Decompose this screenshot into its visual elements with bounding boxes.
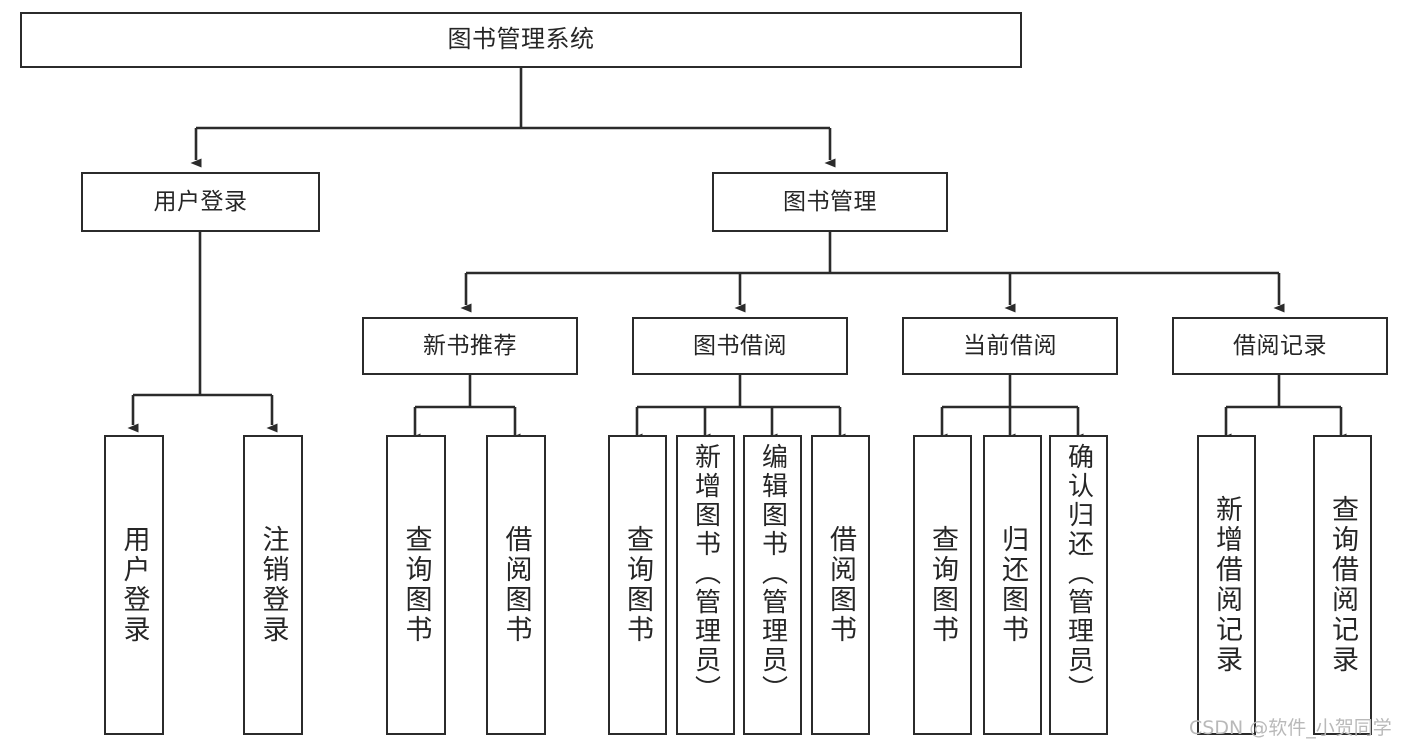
leaf-borrow-book[interactable]: 借阅图书 [811,435,870,735]
node-label: 图书管理系统 [447,25,595,54]
node-current-borrow[interactable]: 当前借阅 [902,317,1118,375]
node-label: 归还图书 [997,525,1028,645]
leaf-user-login[interactable]: 用户登录 [104,435,164,735]
node-label: 图书借阅 [693,332,787,359]
node-label: 查询图书 [927,525,958,645]
node-label: 借阅图书 [825,525,856,645]
leaf-logout-login[interactable]: 注销登录 [243,435,303,735]
node-label: 借阅图书 [500,525,532,645]
node-book-management[interactable]: 图书管理 [712,172,948,232]
leaf-confirm-return-admin[interactable]: 确认归还（管理员） [1049,435,1108,735]
leaf-query-book-current[interactable]: 查询图书 [913,435,972,735]
leaf-add-book-admin[interactable]: 新增图书（管理员） [676,435,735,735]
node-label: 图书管理 [783,188,877,215]
node-label: 新增借阅记录 [1211,495,1242,675]
node-label: 当前借阅 [963,332,1057,359]
node-label: 查询借阅记录 [1327,495,1358,675]
node-label: 确认归还（管理员） [1063,443,1094,704]
leaf-query-book-borrow[interactable]: 查询图书 [608,435,667,735]
watermark: CSDN @软件_小贺同学 [1189,717,1392,739]
node-new-book-recommend[interactable]: 新书推荐 [362,317,578,375]
leaf-edit-book-admin[interactable]: 编辑图书（管理员） [743,435,802,735]
leaf-add-borrow-record[interactable]: 新增借阅记录 [1197,435,1256,735]
node-label: 查询图书 [622,525,653,645]
node-label: 新增图书（管理员） [690,443,721,704]
node-label: 编辑图书（管理员） [757,443,788,704]
leaf-query-book-recommend[interactable]: 查询图书 [386,435,446,735]
node-borrow-record[interactable]: 借阅记录 [1172,317,1388,375]
node-user-login[interactable]: 用户登录 [81,172,320,232]
leaf-query-borrow-record[interactable]: 查询借阅记录 [1313,435,1372,735]
node-label: 借阅记录 [1233,332,1327,359]
leaf-return-book[interactable]: 归还图书 [983,435,1042,735]
node-book-borrow[interactable]: 图书借阅 [632,317,848,375]
node-label: 查询图书 [400,525,432,645]
node-root-system[interactable]: 图书管理系统 [20,12,1022,68]
leaf-borrow-book-recommend[interactable]: 借阅图书 [486,435,546,735]
node-label: 用户登录 [153,188,248,215]
node-label: 注销登录 [257,525,289,645]
node-label: 新书推荐 [423,332,517,359]
node-label: 用户登录 [118,525,150,645]
